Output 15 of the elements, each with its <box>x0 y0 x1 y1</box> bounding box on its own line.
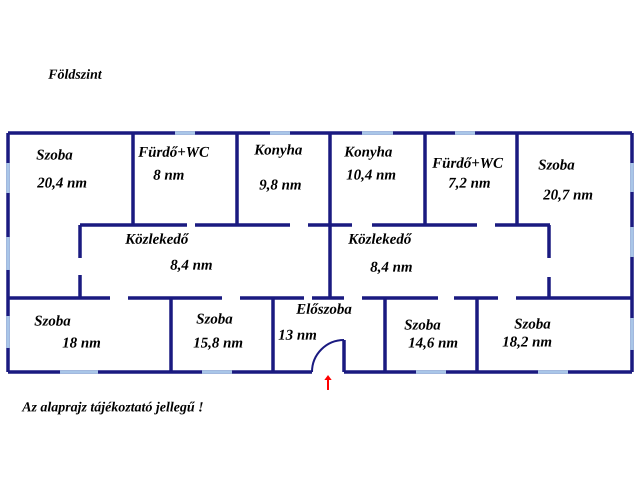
room-label: Szoba 15,8 nm <box>194 313 242 350</box>
room-label: Szoba 20,4 nm <box>36 149 86 190</box>
title: Földszint <box>48 69 102 79</box>
room-label: Előszoba 13 nm <box>278 303 352 340</box>
room-label: Szoba 18,2 nm <box>502 318 552 349</box>
note: Az alaprajz tájékoztató jellegű ! <box>22 402 203 414</box>
room-label: Konyha 9,8 nm <box>254 144 302 192</box>
room-label: Fürdő+WC 8 nm <box>138 146 210 180</box>
room-label: Konyha 10,4 nm <box>344 146 396 182</box>
room-label: Szoba 18 nm <box>34 315 100 348</box>
room-label: Közlekedő 8,4 nm <box>125 233 212 272</box>
room-label: Fürdő+WC 7,2 nm <box>432 157 504 190</box>
room-label: Szoba 14,6 nm <box>404 319 458 350</box>
room-label: Szoba 20,7 nm <box>538 159 592 202</box>
room-label: Közlekedő 8,4 nm <box>348 233 412 274</box>
